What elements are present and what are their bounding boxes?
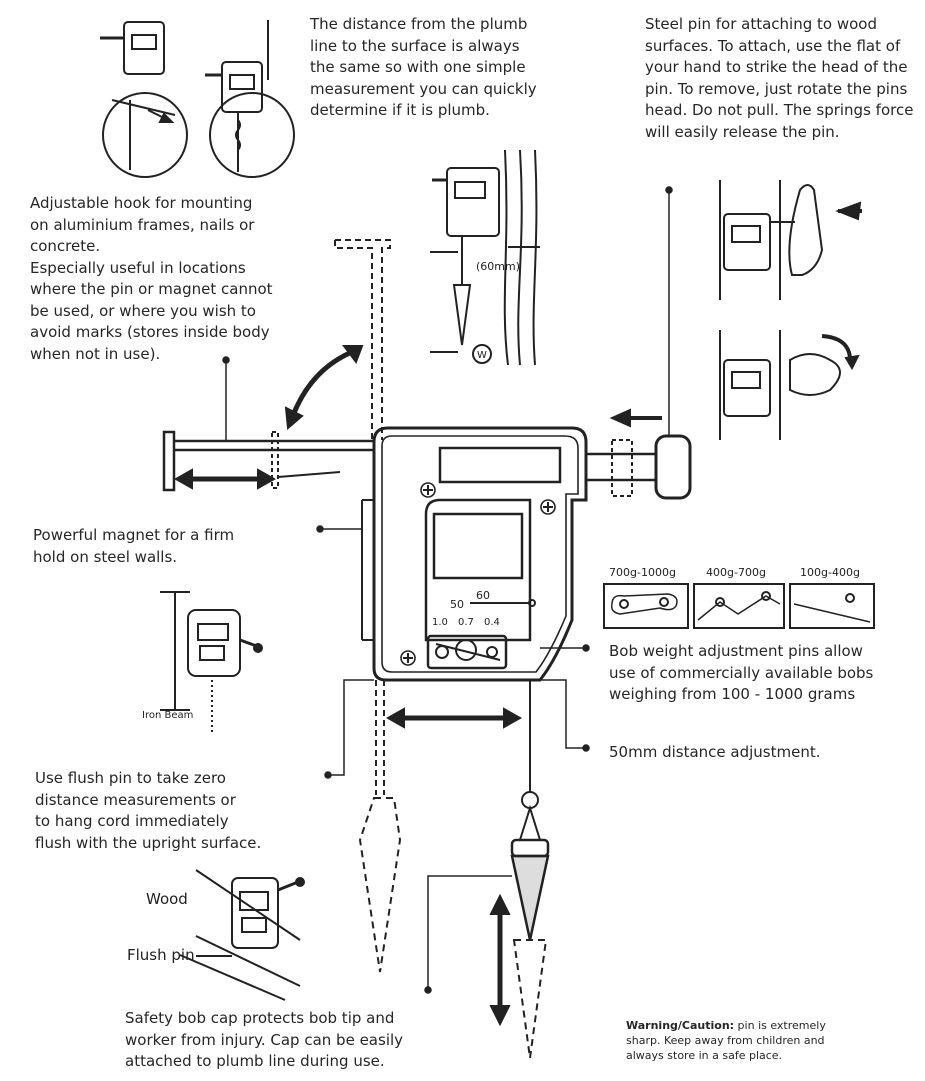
- scale-50: 50: [450, 598, 464, 611]
- caption-adjustable-hook: Adjustable hook for mounting on aluminiu…: [30, 194, 273, 363]
- wood-flush-illustration: Wood Flush pin: [127, 869, 305, 1001]
- caption-steel-pin: Steel pin for attaching to wood surfaces…: [645, 15, 914, 141]
- plumb-detail-illustration: [100, 20, 295, 178]
- caption-magnet: Powerful magnet for a firm hold on steel…: [33, 526, 235, 566]
- weight-label-700-1000: 700g-1000g: [609, 566, 676, 579]
- hand-illustrations: [719, 180, 862, 440]
- flush-pin-label: Flush pin: [127, 946, 195, 964]
- gap-illustration: W (60mm): [430, 149, 540, 366]
- iron-beam-label: Iron Beam: [142, 710, 193, 721]
- weight-label-100-400: 100g-400g: [800, 566, 860, 579]
- hook-arm: [162, 239, 391, 492]
- bob-weight-boxes: 700g-1000g 400g-700g 100g-400g: [603, 566, 875, 629]
- steel-pin: [584, 408, 692, 500]
- warning-note: Warning/Caution: pin is extremely sharp.…: [626, 1018, 826, 1063]
- warning-title: Warning/Caution:: [626, 1019, 735, 1032]
- main-device: 60 50 1.0 0.7 0.4: [361, 426, 588, 682]
- weight-label-400-700: 400g-700g: [706, 566, 766, 579]
- caption-bob-weight: Bob weight adjustment pins allow use of …: [609, 642, 874, 703]
- iron-beam-illustration: Iron Beam: [142, 591, 263, 734]
- caption-flush-pin: Use flush pin to take zero distance meas…: [35, 769, 262, 852]
- w-circle-label: W: [477, 350, 487, 361]
- warning-text: pin is extremely sharp. Keep away from c…: [626, 1019, 826, 1062]
- caption-safety-cap: Safety bob cap protects bob tip and work…: [125, 1009, 404, 1070]
- caption-plumb-distance: The distance from the plumb line to the …: [310, 15, 537, 119]
- w-circle: [472, 344, 492, 364]
- scale-1-0: 1.0: [432, 617, 448, 628]
- wood-label: Wood: [146, 890, 188, 908]
- gap-60mm-label: (60mm): [476, 260, 520, 273]
- plumb-bob: [358, 680, 550, 1059]
- scale-60: 60: [476, 589, 490, 602]
- leader-lines: [222, 186, 673, 994]
- caption-distance-adjustment: 50mm distance adjustment.: [609, 743, 821, 761]
- scale-0-4: 0.4: [484, 617, 500, 628]
- scale-0-7: 0.7: [458, 617, 474, 628]
